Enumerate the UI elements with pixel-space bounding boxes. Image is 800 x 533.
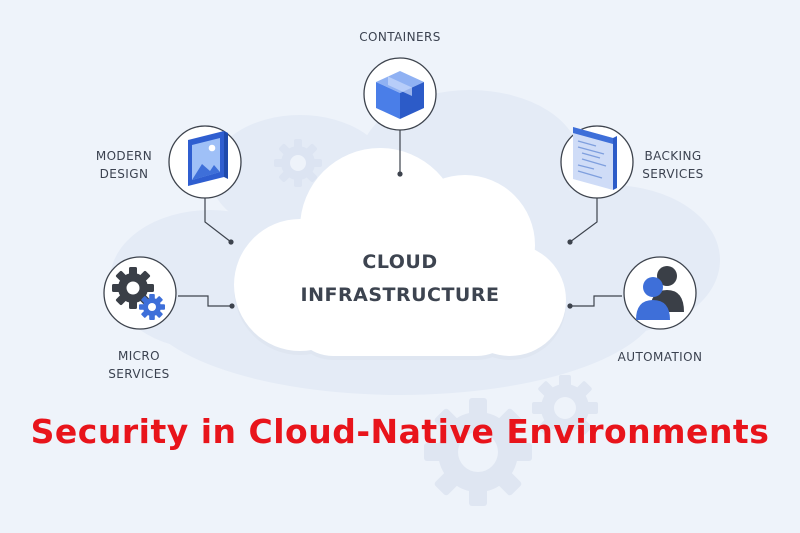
- box-icon: [376, 71, 424, 119]
- connector-automation: [570, 295, 622, 307]
- label-containers-text: CONTAINERS: [359, 30, 441, 44]
- code-window-icon: [573, 127, 617, 190]
- label-backing-services-line1: BACKING: [644, 149, 702, 163]
- label-backing-services-line2: SERVICES: [642, 167, 704, 181]
- label-micro-services-line2: SERVICES: [108, 367, 170, 381]
- picture-icon: [188, 131, 228, 186]
- label-containers: CONTAINERS: [359, 28, 440, 46]
- label-automation: AUTOMATION: [618, 348, 703, 366]
- users-icon: [636, 266, 684, 320]
- connector-modern-design: [204, 198, 232, 243]
- label-micro-services: MICRO SERVICES: [108, 347, 169, 383]
- background-gear-icon: [424, 375, 598, 506]
- headline: Security in Cloud-Native Environments: [30, 412, 770, 451]
- label-backing-services: BACKING SERVICES: [642, 147, 703, 183]
- connector-backing-services: [569, 198, 598, 243]
- label-modern-design-line1: MODERN: [95, 149, 153, 163]
- cloud-title-line2: INFRASTRUCTURE: [300, 284, 500, 306]
- cloud-title-line1: CLOUD: [362, 251, 438, 273]
- label-micro-services-line1: MICRO: [117, 349, 161, 363]
- connectors: [178, 130, 622, 307]
- label-modern-design: MODERN DESIGN: [96, 147, 152, 183]
- cloud-shape: [234, 148, 566, 360]
- gears-icon: [112, 267, 165, 320]
- connector-micro-services: [178, 295, 232, 307]
- background-gear-icon: [274, 139, 322, 187]
- cloud-title: CLOUD INFRASTRUCTURE: [301, 246, 500, 312]
- label-automation-text: AUTOMATION: [617, 350, 703, 364]
- connector-dots: [228, 171, 573, 309]
- label-modern-design-line2: DESIGN: [99, 167, 149, 181]
